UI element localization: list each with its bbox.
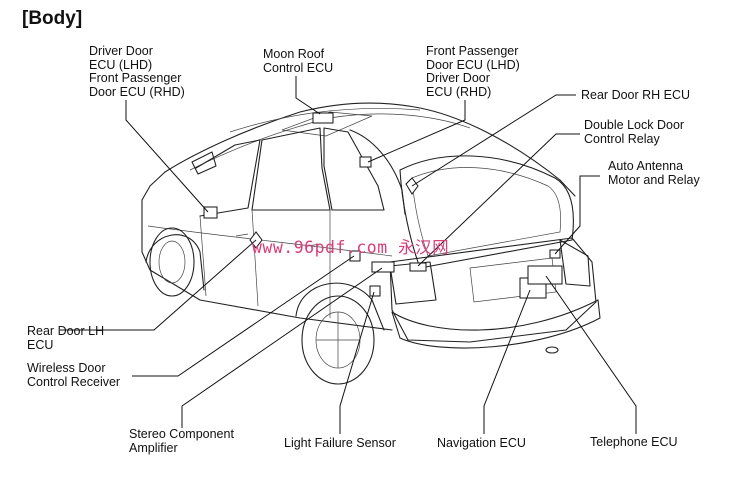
leader-light-failure [339, 291, 375, 434]
front-passenger-door-ecu-block [359, 156, 372, 168]
label-telephone-ecu: Telephone ECU [590, 435, 678, 449]
leader-driver-door-ecu [125, 100, 209, 213]
wireless-receiver-block [349, 250, 361, 262]
label-rear-door-lh-ecu: Rear Door LH ECU [27, 324, 105, 352]
label-stereo-component-amplifier: Stereo Component Amplifier [129, 427, 234, 455]
double-lock-relay-block [409, 262, 427, 272]
driver-door-ecu-block [203, 206, 218, 219]
leader-lines [60, 76, 637, 434]
leader-navigation [483, 289, 531, 434]
leader-wireless-door [132, 255, 355, 377]
leader-stereo-amp [181, 267, 383, 428]
label-wireless-door-receiver: Wireless Door Control Receiver [27, 361, 121, 389]
label-light-failure-sensor: Light Failure Sensor [284, 436, 396, 450]
label-front-passenger-door-ecu: Front Passenger Door ECU (LHD) Driver Do… [426, 44, 520, 99]
section-heading: [Body] [22, 8, 83, 29]
leader-rear-door-lh [60, 239, 257, 331]
light-failure-sensor-block [369, 285, 381, 297]
label-moon-roof-control-ecu: Moon Roof Control ECU [263, 47, 334, 75]
leader-moon-roof [295, 76, 321, 115]
leader-auto-antenna [554, 175, 600, 255]
leader-rear-door-rh [411, 94, 576, 187]
label-navigation-ecu: Navigation ECU [437, 436, 526, 450]
leader-telephone [545, 275, 637, 434]
telephone-ecu-block [527, 265, 563, 285]
stereo-amp-block [371, 261, 395, 273]
moon-roof-ecu-block [312, 112, 334, 124]
label-rear-door-rh-ecu: Rear Door RH ECU [581, 88, 691, 102]
watermark-text: www.96pdf.com 永汉网 [252, 238, 450, 257]
leader-front-passenger-door-ecu [367, 100, 466, 163]
leader-double-lock [417, 133, 580, 267]
label-auto-antenna: Auto Antenna Motor and Relay [608, 159, 700, 187]
label-double-lock-door-relay: Double Lock Door Control Relay [584, 118, 685, 146]
label-driver-door-ecu: Driver Door ECU (LHD) Front Passenger Do… [89, 44, 185, 99]
components [203, 112, 563, 299]
